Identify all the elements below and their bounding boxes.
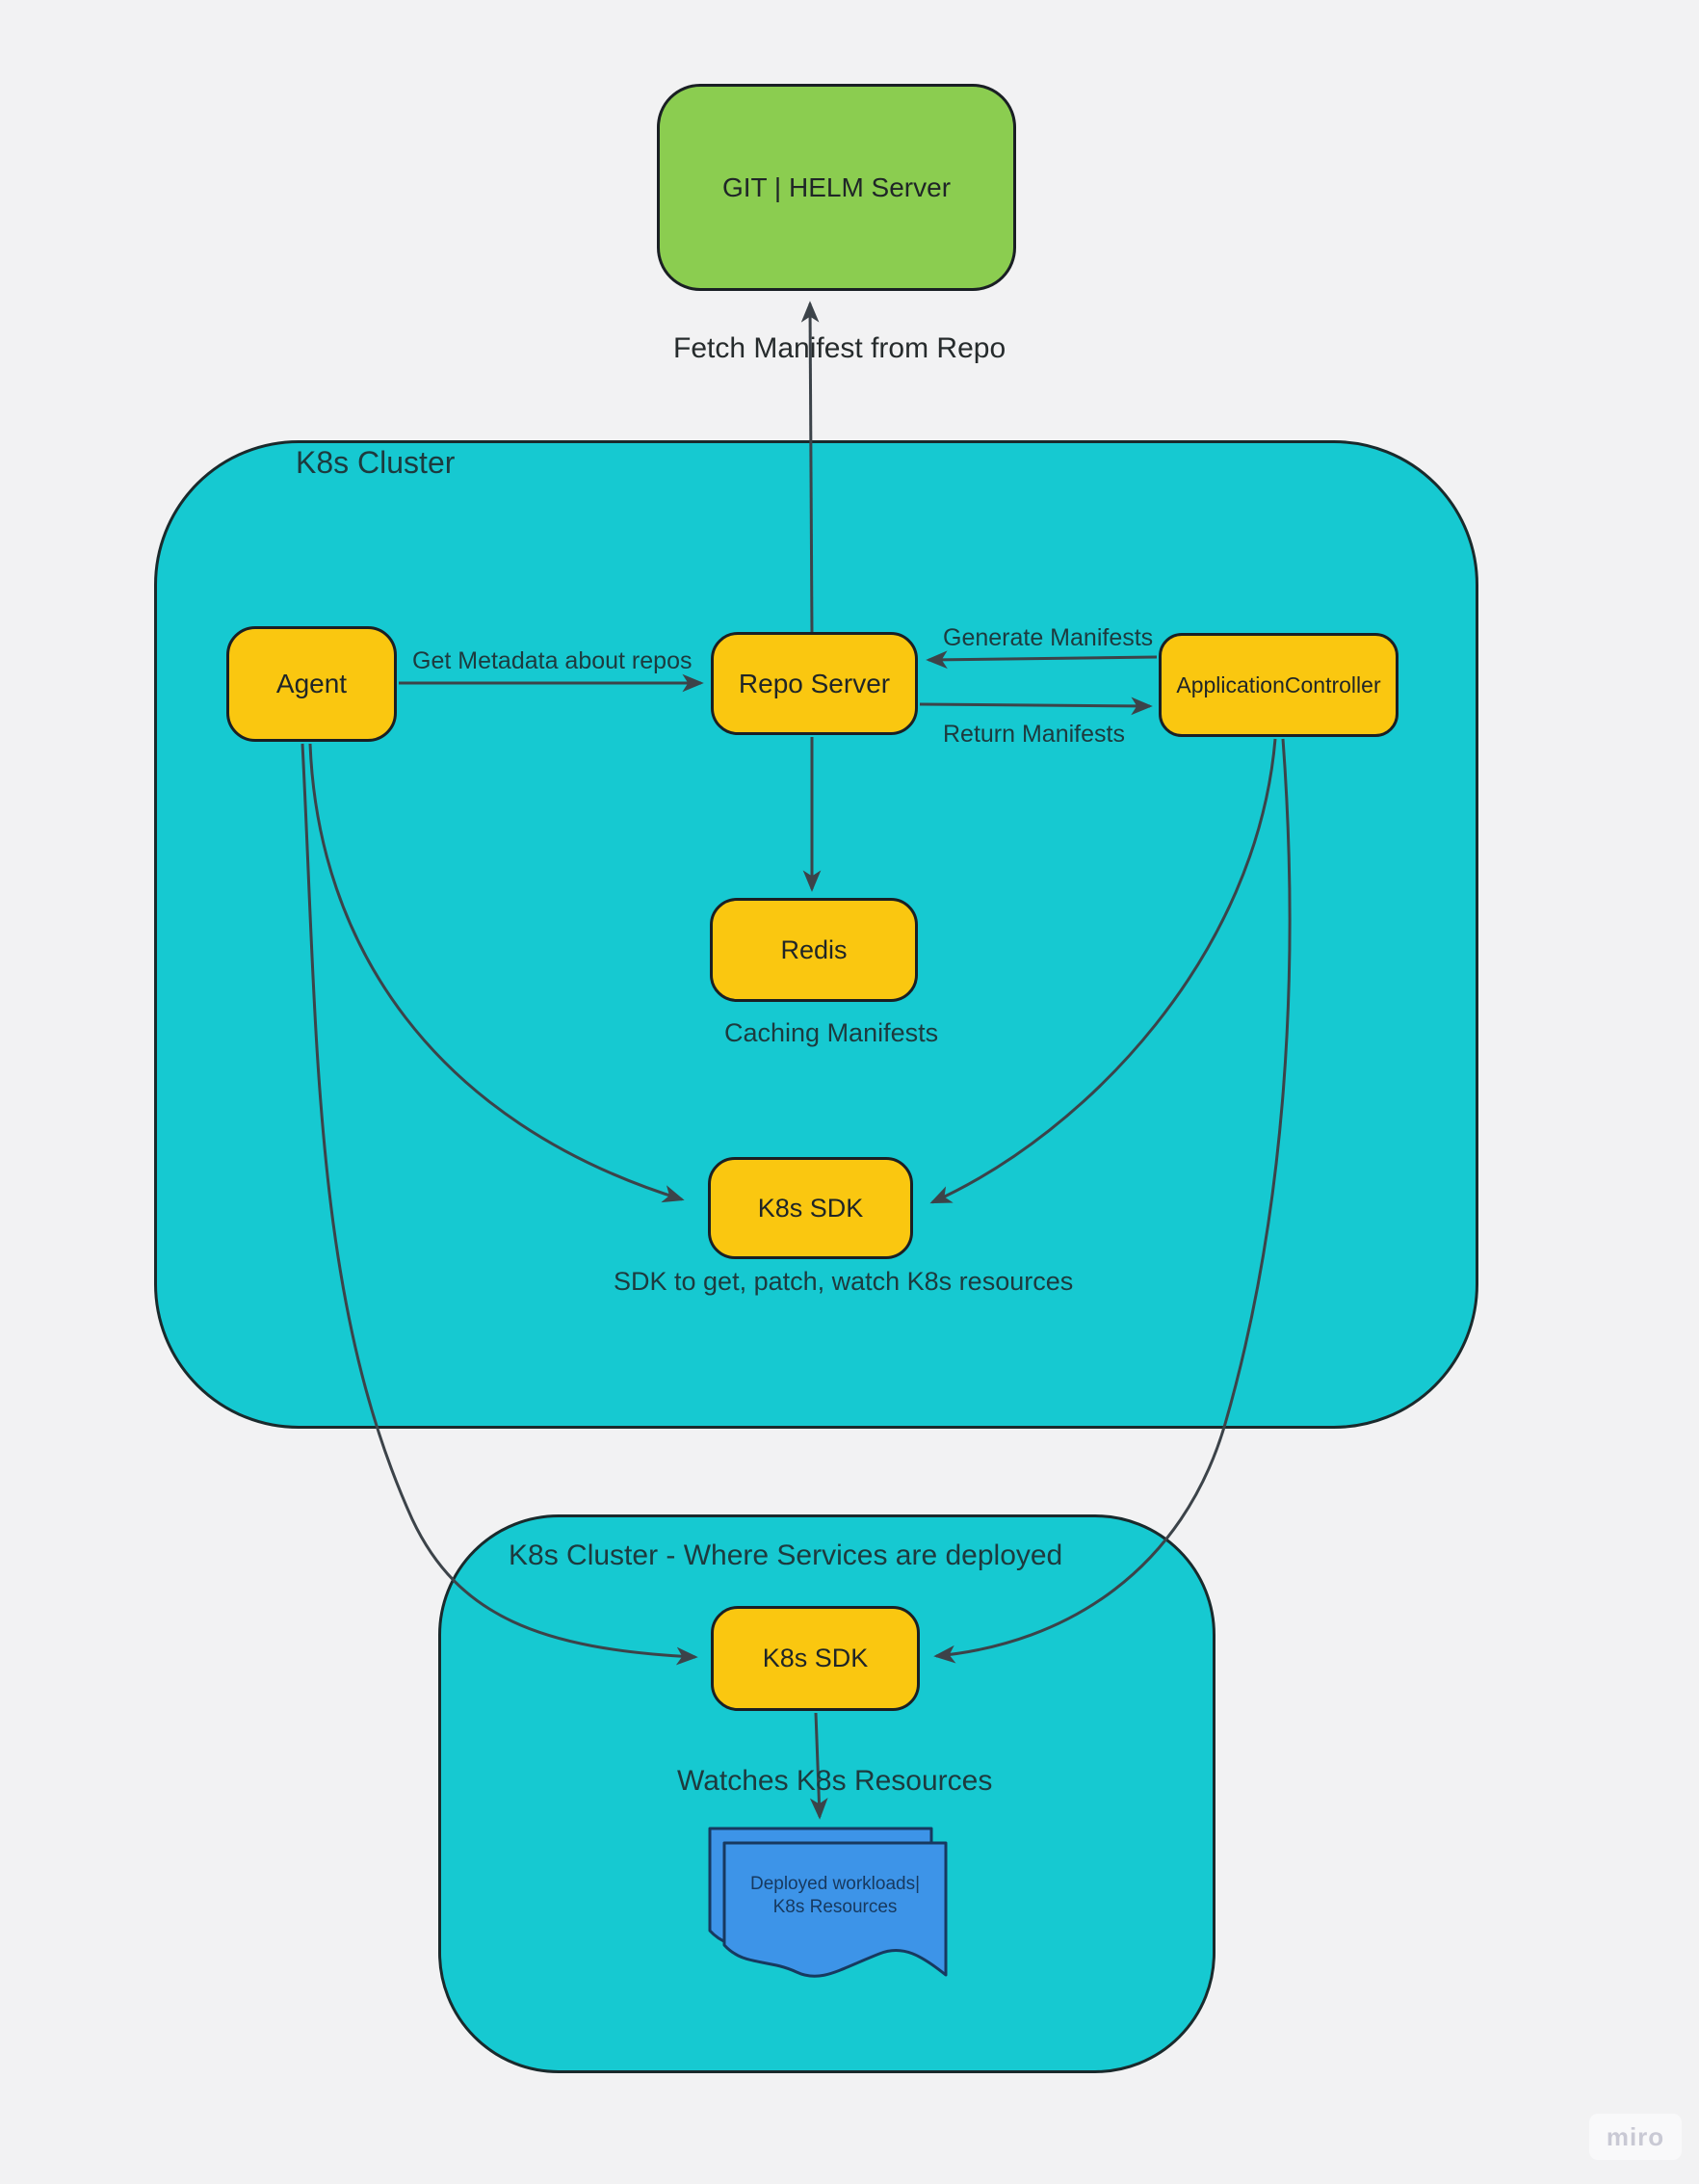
label-watches-resources[interactable]: Watches K8s Resources <box>677 1765 993 1797</box>
node-repo-server-label: Repo Server <box>738 668 891 698</box>
node-application-controller-label: ApplicationController <box>1176 671 1381 697</box>
node-k8s-sdk-main[interactable]: K8s SDK <box>708 1157 913 1259</box>
miro-watermark-label: miro <box>1606 2121 1665 2151</box>
node-repo-server[interactable]: Repo Server <box>711 632 918 735</box>
node-git-helm-server[interactable]: GIT | HELM Server <box>657 84 1016 291</box>
node-redis[interactable]: Redis <box>710 898 918 1002</box>
node-git-helm-server-label: GIT | HELM Server <box>721 171 952 202</box>
label-sdk-note[interactable]: SDK to get, patch, watch K8s resources <box>614 1267 1074 1296</box>
node-agent-label: Agent <box>275 669 348 698</box>
node-redis-label: Redis <box>780 934 848 964</box>
node-deployed-workloads-label: Deployed workloads| K8s Resources <box>749 1874 921 1917</box>
node-agent[interactable]: Agent <box>226 626 397 742</box>
label-fetch-manifest[interactable]: Fetch Manifest from Repo <box>673 332 1006 364</box>
node-k8s-sdk-main-label: K8s SDK <box>757 1193 864 1223</box>
doc-front-sheet <box>722 1841 948 1978</box>
label-return-manifests[interactable]: Return Manifests <box>943 721 1125 748</box>
label-get-metadata[interactable]: Get Metadata about repos <box>412 647 693 674</box>
node-k8s-sdk-deploy[interactable]: K8s SDK <box>711 1606 920 1711</box>
label-caching-manifests[interactable]: Caching Manifests <box>724 1018 939 1047</box>
node-k8s-sdk-deploy-label: K8s SDK <box>762 1644 869 1672</box>
cluster-k8s-main-label: K8s Cluster <box>296 445 456 480</box>
miro-watermark: miro <box>1589 2114 1682 2160</box>
label-generate-manifests[interactable]: Generate Manifests <box>943 624 1154 651</box>
cluster-k8s-deploy-label: K8s Cluster - Where Services are deploye… <box>509 1539 1063 1571</box>
node-application-controller[interactable]: ApplicationController <box>1159 633 1398 737</box>
node-deployed-workloads-doc[interactable] <box>695 1814 965 1997</box>
